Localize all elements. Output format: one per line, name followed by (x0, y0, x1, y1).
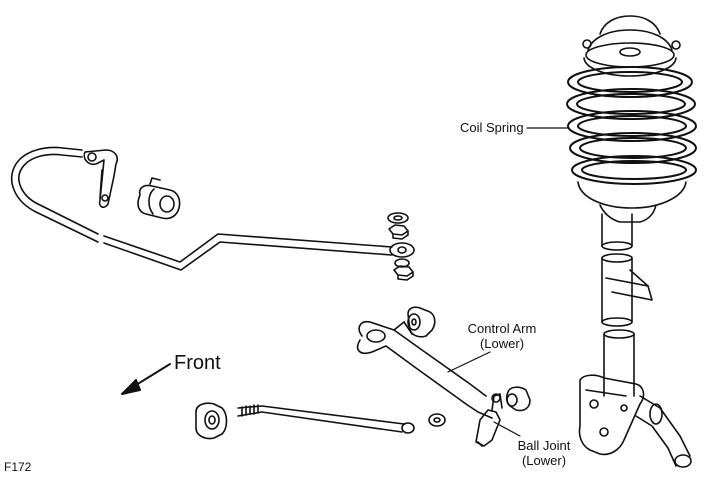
strut-rod (195, 402, 446, 440)
label-ball-joint-line1: Ball Joint (517, 438, 571, 453)
label-control-arm-line2: (Lower) (479, 336, 525, 351)
stabilizer-bracket (83, 149, 119, 209)
coil-spring (566, 66, 697, 185)
label-front: Front (174, 352, 221, 374)
stabilizer-bar (11, 146, 415, 271)
link-hardware (387, 212, 414, 281)
label-ball-joint-line2: (Lower) (521, 453, 567, 468)
label-ball-joint: Ball Joint (Lower) (509, 438, 579, 468)
figure-code: F172 (4, 460, 32, 474)
steering-knuckle (578, 374, 692, 468)
label-control-arm: Control Arm (Lower) (462, 321, 542, 351)
strut-assembly (566, 15, 697, 397)
ball-joint (475, 386, 531, 447)
leader-lines (447, 127, 569, 437)
lower-control-arm (356, 306, 493, 419)
front-arrow (121, 363, 171, 395)
label-coil-spring: Coil Spring (460, 120, 524, 135)
stabilizer-bushing (137, 177, 181, 220)
label-control-arm-line1: Control Arm (467, 321, 537, 336)
